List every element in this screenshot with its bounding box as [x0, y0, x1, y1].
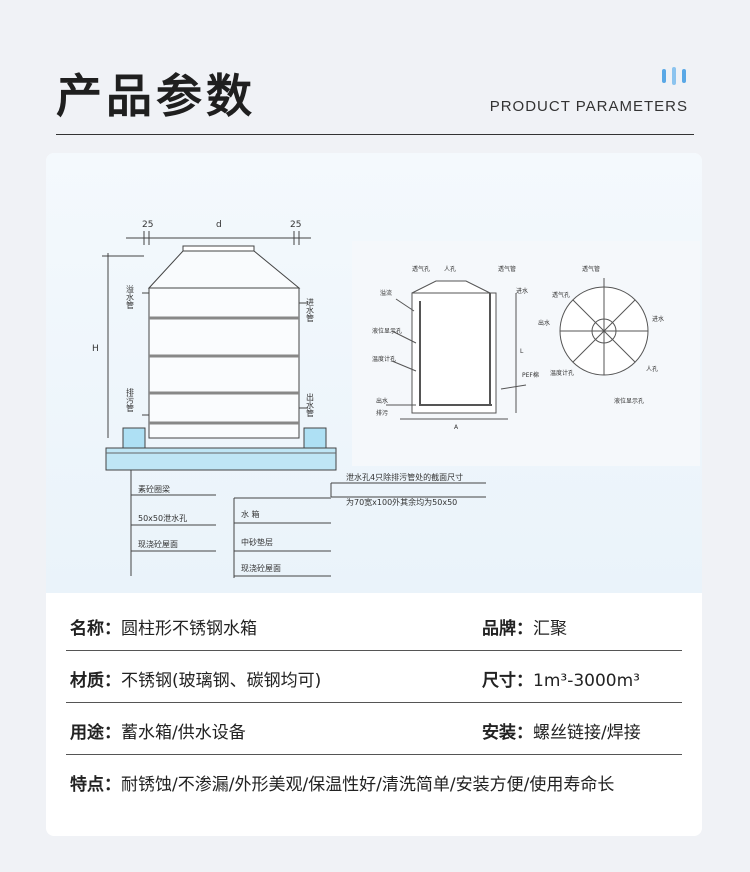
label-overflow: 溢流	[380, 289, 392, 297]
tank-section-drawing	[386, 278, 649, 420]
dim-h: H	[92, 344, 99, 354]
note-line-2: 为70宽x100外其余均为50x50	[346, 497, 457, 507]
plan-manhole: 人孔	[646, 365, 658, 373]
detail-panel	[352, 241, 700, 466]
label-slab: 现浇砼屋面	[138, 539, 178, 549]
page-subtitle: PRODUCT PARAMETERS	[489, 98, 688, 115]
plan-vent-hole: 透气孔	[552, 291, 570, 299]
label-tank: 水 箱	[241, 509, 260, 519]
spec-features: 特点：耐锈蚀/不渗漏/外形美观/保温性好/清洗简单/安装方便/使用寿命长	[70, 775, 615, 795]
spec-usage: 用途：蓄水箱/供水设备	[70, 723, 246, 743]
tank-elevation-drawing	[102, 231, 486, 578]
plan-level: 液位显示孔	[614, 397, 644, 405]
dim-25-right: 25	[290, 220, 301, 230]
spec-table: 名称：圆柱形不锈钢水箱 品牌：汇聚 材质：不锈钢(玻璃钢、碳钢均可) 尺寸：1m…	[66, 599, 682, 806]
decorative-bars-icon	[662, 67, 690, 85]
label-slab-2: 现浇砼屋面	[241, 563, 281, 573]
label-beam: 素砼圈梁	[138, 484, 170, 494]
label-overflow-pipe: 溢水管	[126, 284, 135, 310]
spec-row: 用途：蓄水箱/供水设备 安装：螺丝链接/焊接	[66, 703, 682, 755]
spec-material: 材质：不锈钢(玻璃钢、碳钢均可)	[70, 671, 322, 691]
label-outlet-pipe: 出水管	[306, 392, 315, 418]
spec-brand: 品牌：汇聚	[482, 619, 567, 639]
spec-installation: 安装：螺丝链接/焊接	[482, 723, 641, 743]
label-outlet: 出水	[376, 397, 388, 405]
label-inlet: 进水	[516, 287, 528, 295]
label-drain: 排污	[376, 409, 388, 417]
label-insulation: PEF棉	[522, 371, 539, 379]
spec-size: 尺寸：1m³-3000m³	[482, 671, 640, 691]
label-level-gauge: 液位显示孔	[372, 327, 402, 335]
spec-row: 名称：圆柱形不锈钢水箱 品牌：汇聚	[66, 599, 682, 651]
plan-inlet: 进水	[652, 315, 664, 323]
note-line-1: 泄水孔4只除排污管处的截面尺寸	[346, 472, 463, 482]
dim-25-left: 25	[142, 220, 153, 230]
spec-row: 材质：不锈钢(玻璃钢、碳钢均可) 尺寸：1m³-3000m³	[66, 651, 682, 703]
label-vent: 透气孔	[412, 265, 430, 273]
spec-name: 名称：圆柱形不锈钢水箱	[70, 619, 257, 639]
label-hole: 50x50泄水孔	[138, 513, 187, 523]
page-title: 产品参数	[56, 69, 256, 123]
label-a: A	[454, 424, 459, 431]
label-sand: 中砂垫层	[241, 537, 273, 547]
spec-row: 特点：耐锈蚀/不渗漏/外形美观/保温性好/清洗简单/安装方便/使用寿命长	[66, 755, 682, 806]
label-temp-gauge: 温度计孔	[372, 355, 396, 363]
label-inlet-pipe: 进水管	[306, 298, 315, 323]
plan-temp: 温度计孔	[550, 369, 574, 377]
label-manhole: 人孔	[444, 265, 456, 273]
header-divider	[56, 134, 694, 135]
label-vent-pipe: 透气管	[498, 265, 516, 273]
dim-d: d	[216, 220, 222, 230]
plan-outlet: 出水	[538, 319, 550, 327]
label-drain-pipe: 排污管	[126, 387, 135, 413]
product-card: 25 d 25 H 溢水管 进水管 排污管 出水管 素砼圈梁 50x50泄水孔 …	[46, 153, 702, 836]
label-l: L	[520, 348, 524, 355]
technical-drawing: 25 d 25 H 溢水管 进水管 排污管 出水管 素砼圈梁 50x50泄水孔 …	[46, 153, 702, 593]
plan-vent-pipe: 透气管	[582, 265, 600, 273]
